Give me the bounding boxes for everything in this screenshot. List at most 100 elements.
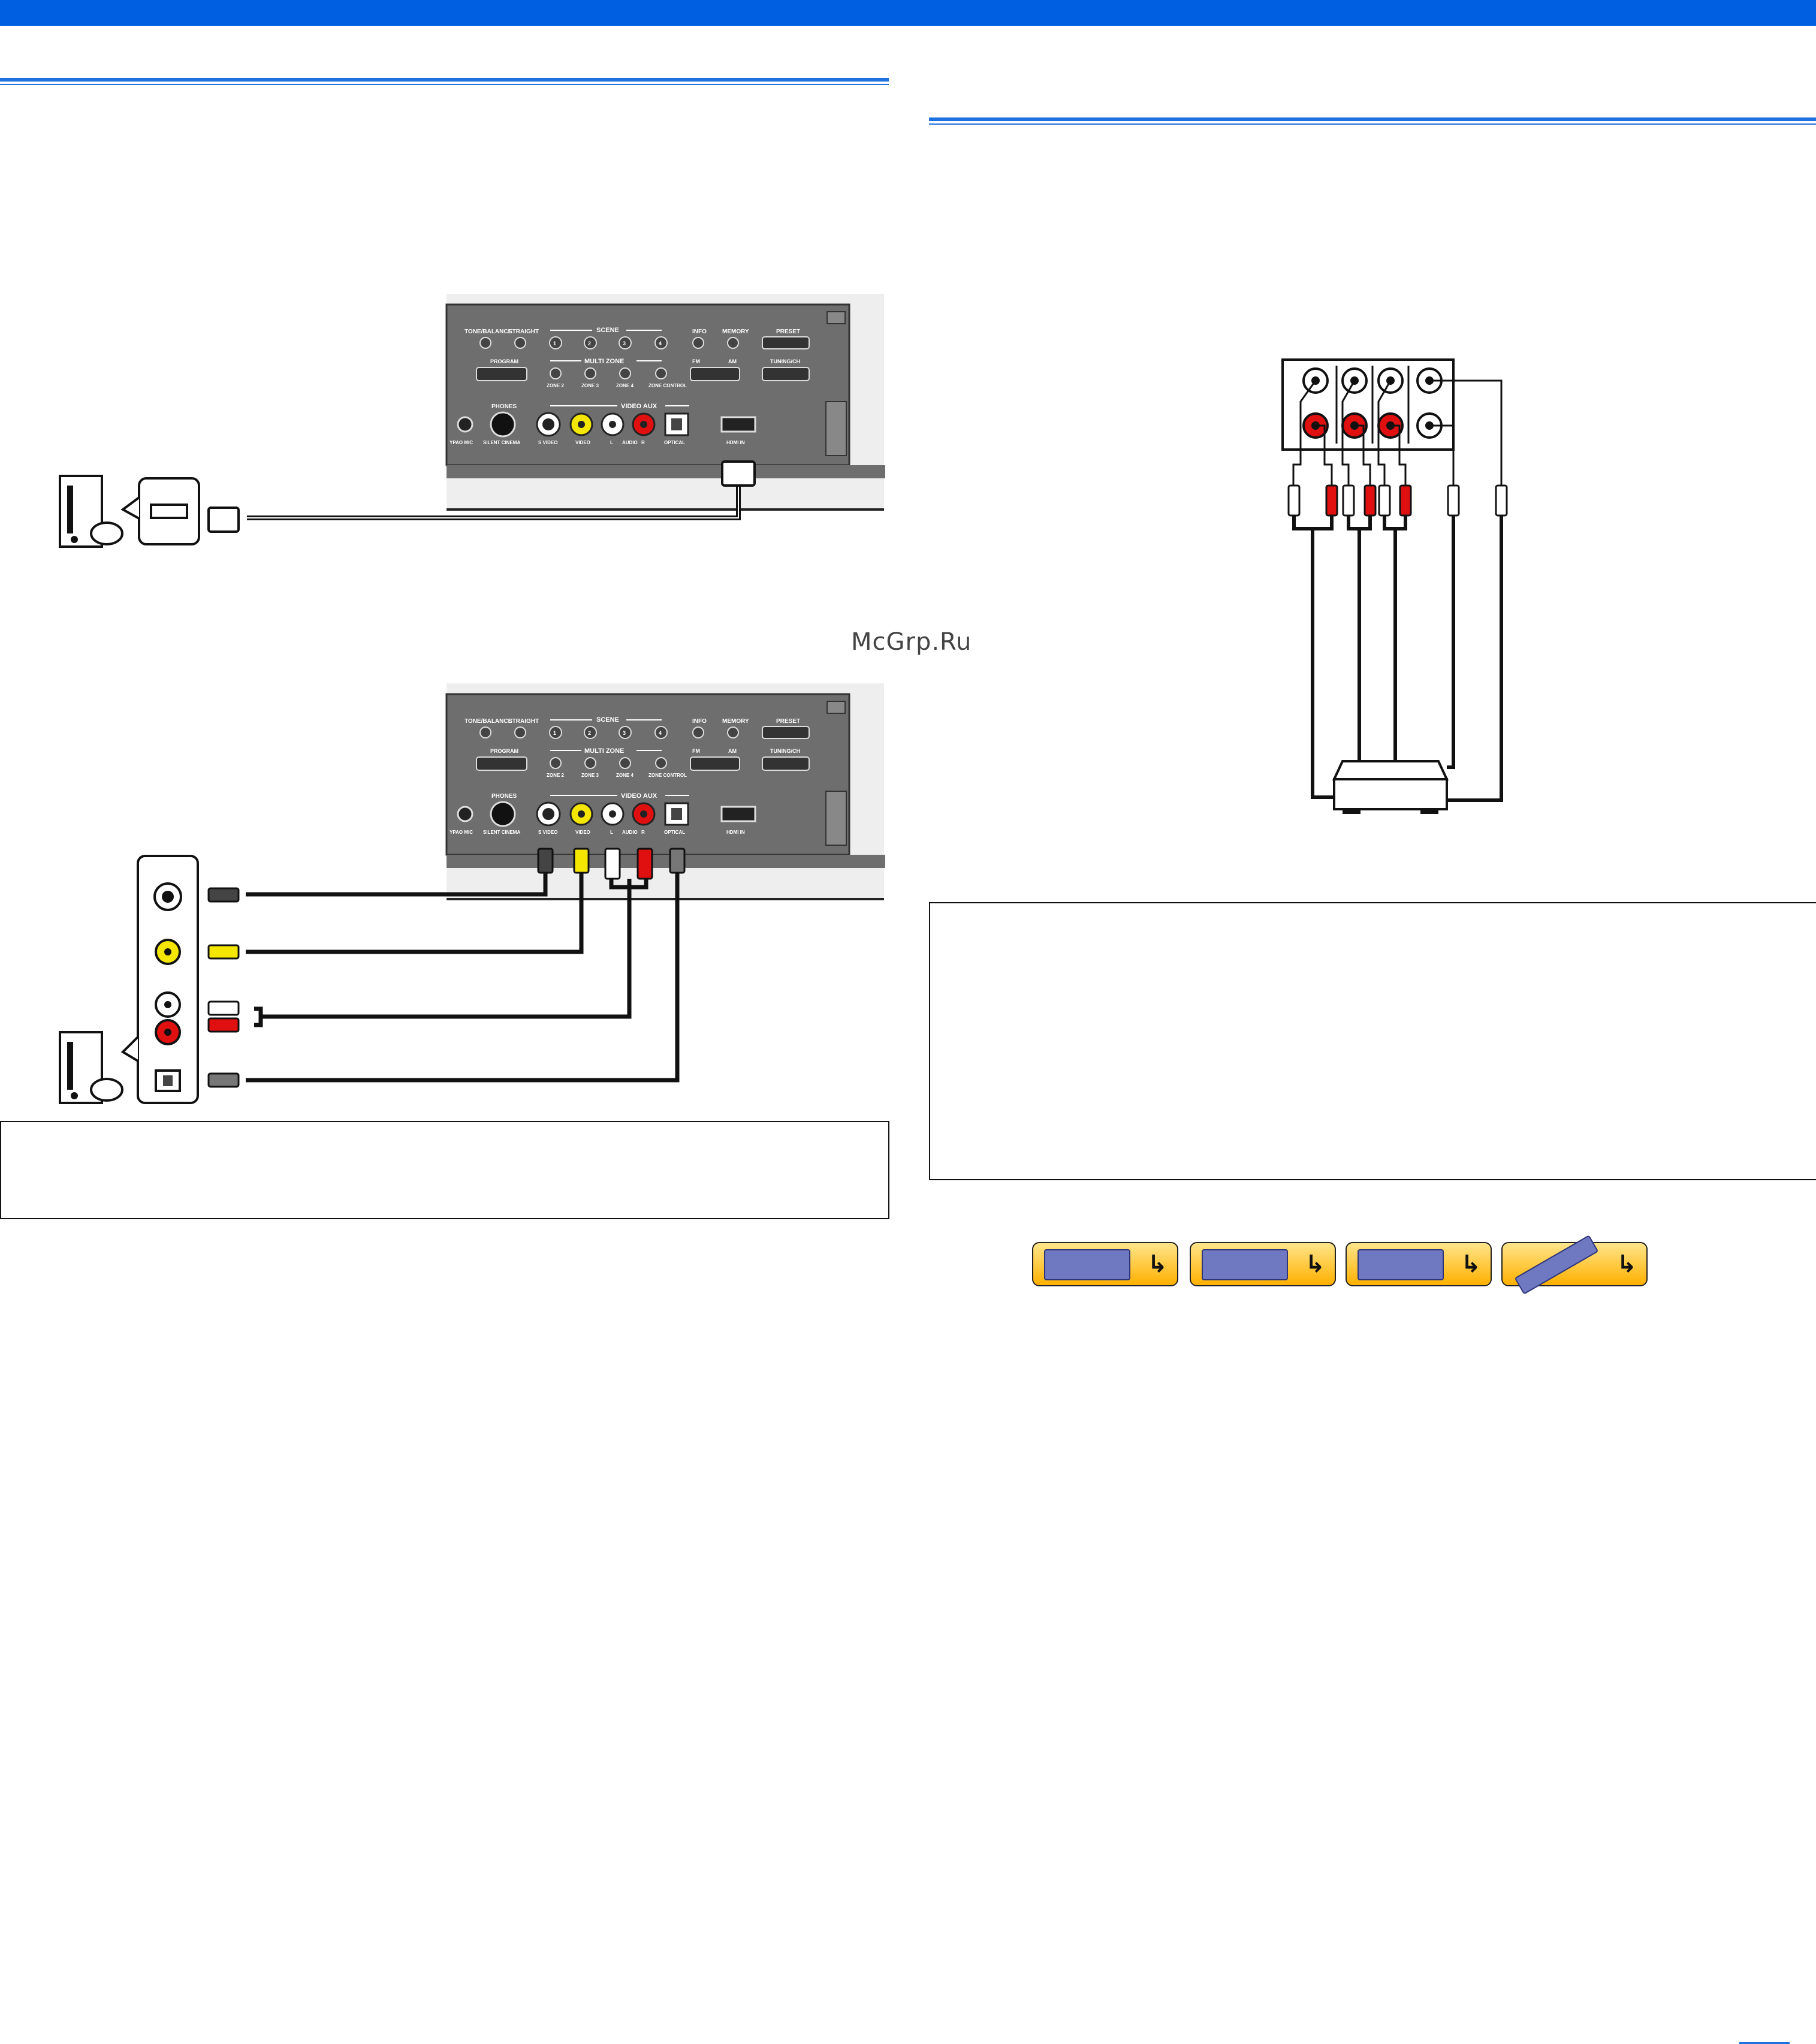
zone-3-button[interactable]: [584, 367, 596, 379]
label-silent-cinema: SILENT CINEMA: [483, 830, 520, 835]
scene-2-button[interactable]: [584, 336, 597, 349]
optical-cable: [246, 872, 680, 1083]
program-selector[interactable]: [476, 756, 527, 771]
label-multi-zone: MULTI ZONE: [584, 358, 624, 365]
fm-am-selector[interactable]: [690, 756, 740, 771]
info-button[interactable]: [692, 337, 704, 349]
zone-2-button[interactable]: [550, 367, 562, 379]
rca-plug-icon: [573, 848, 590, 874]
nav-arrow-icon: ↳: [1461, 1250, 1481, 1278]
rca-plug-icon: [1325, 484, 1338, 517]
label-straight: STRAIGHT: [508, 328, 539, 335]
rca-plug-icon: [1363, 484, 1377, 517]
zone-3-button[interactable]: [584, 757, 596, 769]
label-audio: AUDIO: [622, 830, 638, 835]
analog-connection-diagram: TONE/BALANCE STRAIGHT SCENE INFO MEMORY …: [59, 683, 885, 1104]
label-video: VIDEO: [575, 440, 590, 445]
rca-plug-icon: [669, 848, 686, 874]
display-panel-icon: [1358, 1249, 1444, 1280]
fm-am-selector[interactable]: [690, 367, 740, 381]
tuning-rocker[interactable]: [762, 367, 810, 381]
scene-1-label: 1: [553, 730, 556, 736]
tone-balance-button[interactable]: [479, 726, 491, 738]
phones-jack[interactable]: [490, 801, 516, 827]
watermark: McGrp.Ru: [851, 628, 972, 656]
s-video-cable: [246, 872, 548, 897]
scene-2-label: 2: [588, 340, 591, 346]
preset-rocker[interactable]: [762, 336, 810, 349]
label-preset: PRESET: [776, 718, 800, 725]
memory-button[interactable]: [727, 337, 739, 349]
audio-cable-split: [254, 1006, 263, 1027]
receiver-front-panel: [445, 303, 850, 466]
label-am: AM: [728, 748, 737, 754]
tuning-rocker[interactable]: [762, 756, 810, 771]
label-video-aux: VIDEO AUX: [621, 403, 657, 410]
label-s-video: S VIDEO: [538, 830, 557, 835]
label-program: PROGRAM: [490, 358, 518, 364]
label-preset: PRESET: [776, 328, 800, 335]
rca-plug-icon: [1495, 484, 1508, 517]
receiver-front-panel: [445, 693, 850, 856]
scene-1-button[interactable]: [549, 726, 562, 739]
multi-channel-connection-diagram: [1281, 358, 1508, 814]
scene-3-label: 3: [623, 340, 626, 346]
memory-button[interactable]: [727, 726, 739, 738]
scene-3-button[interactable]: [619, 726, 632, 739]
rca-plug-icon: [207, 944, 240, 960]
rear-panel-nav-button[interactable]: ↳: [1190, 1242, 1336, 1286]
label-memory: MEMORY: [722, 328, 749, 335]
label-zone3: ZONE 3: [581, 773, 599, 778]
scene-4-label: 4: [659, 340, 662, 346]
hdmi-connection-diagram: TONE/BALANCE STRAIGHT SCENE INFO MEMORY …: [59, 294, 885, 548]
scene-1-label: 1: [553, 340, 556, 346]
hdmi-in-port[interactable]: [720, 416, 756, 433]
label-phones: PHONES: [491, 403, 517, 410]
label-silent-cinema: SILENT CINEMA: [483, 440, 520, 445]
display-nav-button[interactable]: ↳: [1346, 1242, 1492, 1286]
remote-control-nav-button[interactable]: ↳: [1501, 1235, 1648, 1295]
program-selector[interactable]: [476, 367, 527, 381]
nav-arrow-icon: ↳: [1305, 1250, 1325, 1278]
phones-jack[interactable]: [490, 411, 516, 438]
zone-4-button[interactable]: [619, 757, 631, 769]
scene-4-button[interactable]: [654, 336, 668, 349]
zone-2-button[interactable]: [550, 757, 562, 769]
straight-button[interactable]: [514, 337, 526, 349]
label-info: INFO: [692, 328, 707, 335]
top-header-bar: [0, 0, 1816, 26]
zone-4-button[interactable]: [619, 367, 631, 379]
scene-1-button[interactable]: [549, 336, 562, 349]
label-zone2: ZONE 2: [547, 773, 564, 778]
hdmi-port-icon: [150, 504, 188, 519]
label-zone-control: ZONE CONTROL: [648, 383, 687, 388]
front-panel-nav-button[interactable]: ↳: [1032, 1242, 1178, 1286]
label-zone3: ZONE 3: [581, 383, 599, 388]
label-l: L: [610, 830, 613, 835]
hdmi-in-port[interactable]: [720, 806, 756, 822]
tone-balance-button[interactable]: [479, 337, 491, 349]
rca-plug-icon: [207, 887, 240, 903]
label-phones: PHONES: [491, 793, 517, 800]
video-cable: [246, 872, 584, 954]
scene-3-label: 3: [623, 730, 626, 736]
scene-3-button[interactable]: [619, 336, 632, 349]
label-video: VIDEO: [575, 830, 590, 835]
label-s-video: S VIDEO: [538, 440, 557, 445]
zone-control-button[interactable]: [655, 367, 667, 379]
ypao-mic-jack[interactable]: [457, 806, 473, 822]
note-box-left: [0, 1121, 889, 1219]
label-zone4: ZONE 4: [616, 383, 634, 388]
info-button[interactable]: [692, 726, 704, 738]
scene-2-button[interactable]: [584, 726, 597, 739]
label-optical: OPTICAL: [664, 830, 685, 835]
receiver-front-icon: [1044, 1249, 1130, 1280]
straight-button[interactable]: [514, 726, 526, 738]
preset-rocker[interactable]: [762, 726, 810, 739]
label-r: R: [641, 830, 645, 835]
zone-control-button[interactable]: [655, 757, 667, 769]
scene-4-button[interactable]: [654, 726, 668, 739]
label-memory: MEMORY: [722, 718, 749, 725]
ypao-mic-jack[interactable]: [457, 416, 473, 433]
scene-2-label: 2: [588, 730, 591, 736]
